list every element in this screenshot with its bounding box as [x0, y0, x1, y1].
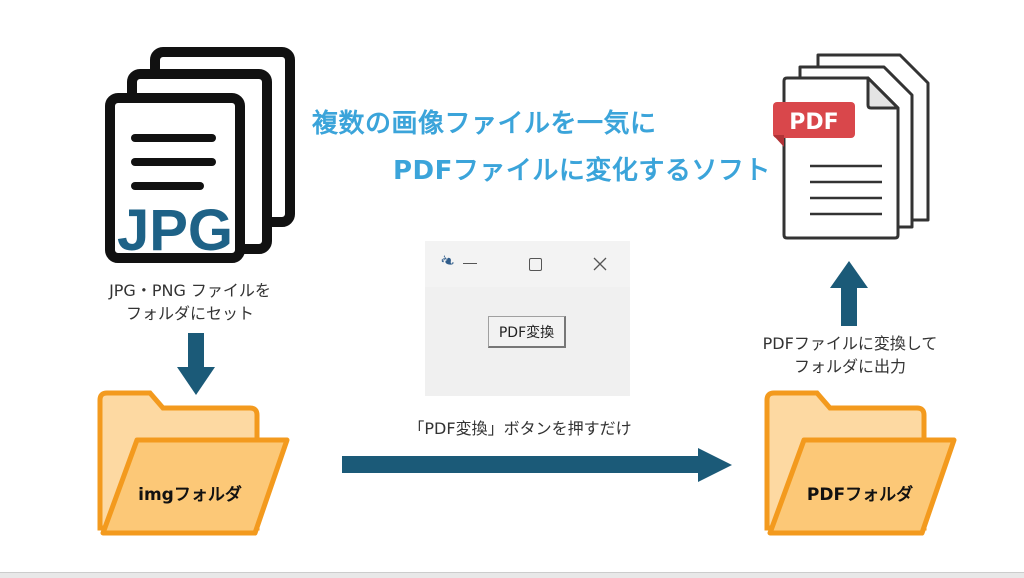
pdf-convert-button[interactable]: PDF変換 — [488, 316, 566, 348]
jpg-label: JPG — [117, 198, 233, 263]
title-line-2: PDFファイルに変化するソフト — [393, 156, 771, 186]
pdf-folder-icon: PDFフォルダ — [764, 390, 957, 536]
right-caption-line-1: PDFファイルに変換して — [762, 334, 938, 353]
right-caption-line-2: フォルダに出力 — [793, 357, 906, 376]
right-arrow-icon — [342, 448, 732, 482]
close-button[interactable] — [593, 257, 607, 271]
down-arrow-icon — [177, 333, 215, 395]
bottom-divider — [0, 572, 1024, 578]
maximize-button[interactable] — [529, 258, 542, 271]
img-folder-label: imgフォルダ — [138, 484, 242, 505]
img-folder-icon: imgフォルダ — [97, 390, 290, 536]
app-window: ❧ PDF変換 — [425, 241, 630, 396]
right-caption: PDFファイルに変換して フォルダに出力 — [740, 332, 960, 378]
left-caption-line-1: JPG・PNG ファイルを — [109, 281, 271, 300]
jpg-files-icon: JPG — [105, 47, 295, 263]
middle-caption: 「PDF変換」ボタンを押すだけ — [408, 419, 632, 438]
pdf-files-icon: PDF — [773, 53, 930, 240]
window-titlebar: ❧ — [425, 241, 630, 287]
title-line-1: 複数の画像ファイルを一気に — [312, 109, 657, 139]
pdf-folder-label: PDFフォルダ — [807, 484, 913, 505]
left-caption: JPG・PNG ファイルを フォルダにセット — [90, 279, 290, 325]
pdf-label: PDF — [789, 110, 838, 135]
minimize-button[interactable] — [463, 263, 477, 264]
up-arrow-icon — [830, 261, 868, 326]
feather-icon: ❧ — [436, 249, 459, 274]
left-caption-line-2: フォルダにセット — [125, 304, 254, 323]
